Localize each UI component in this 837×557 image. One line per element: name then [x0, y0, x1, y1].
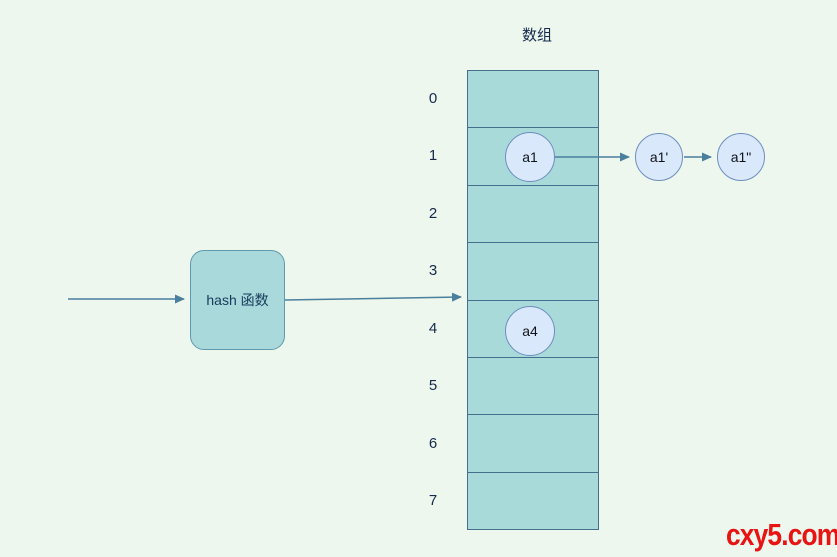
array-title: 数组 — [521, 27, 552, 44]
node-a4: a4 — [505, 306, 555, 356]
index-label-1: 1 — [428, 147, 438, 164]
array-cell-2 — [468, 184, 598, 242]
index-label-0: 0 — [428, 90, 438, 107]
index-label-7: 7 — [428, 492, 438, 509]
index-label-6: 6 — [428, 435, 438, 452]
watermark: cxy5.com — [725, 517, 837, 552]
array-cell-1 — [468, 127, 598, 184]
index-label-4: 4 — [428, 320, 438, 337]
node-a4-label: a4 — [522, 323, 538, 339]
index-label-2: 2 — [428, 205, 438, 222]
node-a1-prime-label: a1' — [649, 149, 669, 165]
node-a1-label: a1 — [522, 149, 538, 165]
array-cell-0 — [468, 71, 598, 127]
node-a1-prime: a1' — [635, 133, 683, 181]
hash-function-label: hash 函数 — [206, 292, 269, 308]
array-cell-3 — [468, 242, 598, 299]
node-a1: a1 — [505, 132, 555, 182]
index-label-3: 3 — [428, 262, 438, 279]
hash-function-box: hash 函数 — [190, 250, 285, 350]
index-label-5: 5 — [428, 377, 438, 394]
array-cell-6 — [468, 414, 598, 471]
array-cell-5 — [468, 356, 598, 414]
arrow-hash-to-array — [284, 292, 462, 302]
node-a1-double-prime: a1" — [717, 133, 765, 181]
array-cell-4 — [468, 299, 598, 357]
array-cell-7 — [468, 471, 598, 529]
node-a1-double-prime-label: a1" — [730, 149, 752, 165]
